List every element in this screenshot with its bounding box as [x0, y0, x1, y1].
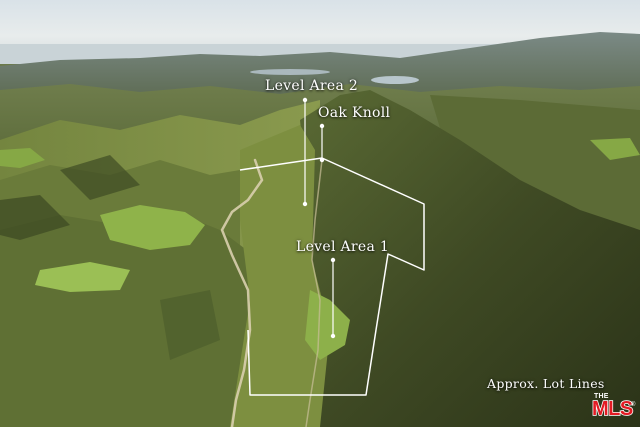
mls-logo-mark: ®: [631, 402, 636, 408]
mls-logo: THE MLS ®: [590, 393, 636, 423]
mls-logo-brand: MLS: [591, 397, 634, 421]
oak-knoll-label: Oak Knoll: [318, 105, 391, 121]
level-area-1-label: Level Area 1: [296, 239, 390, 255]
lot-lines-label: Approx. Lot Lines: [487, 376, 605, 391]
mls-logo-prefix: THE: [594, 393, 609, 400]
level-area-2-label: Level Area 2: [265, 78, 359, 94]
